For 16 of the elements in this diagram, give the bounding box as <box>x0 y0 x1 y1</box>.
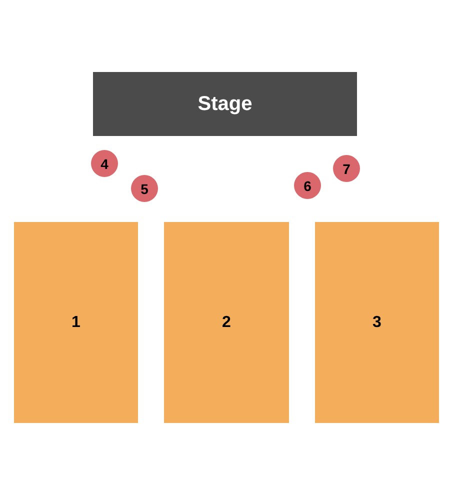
stage-area <box>93 72 357 136</box>
seating-section <box>164 222 289 423</box>
seat-number: 6 <box>304 176 312 196</box>
section-number: 2 <box>222 312 231 332</box>
seat-number: 5 <box>140 180 148 198</box>
seat-number: 4 <box>100 154 108 174</box>
seating-section <box>315 222 439 423</box>
seat-marker <box>333 155 360 182</box>
seat-number: 7 <box>342 160 350 178</box>
section-number: 3 <box>372 312 382 332</box>
stage-label: Stage <box>198 92 252 117</box>
seating-section <box>14 222 138 423</box>
seat-marker <box>131 175 158 202</box>
seat-marker <box>91 150 118 177</box>
seat-marker <box>294 172 321 199</box>
section-number: 1 <box>72 312 80 332</box>
